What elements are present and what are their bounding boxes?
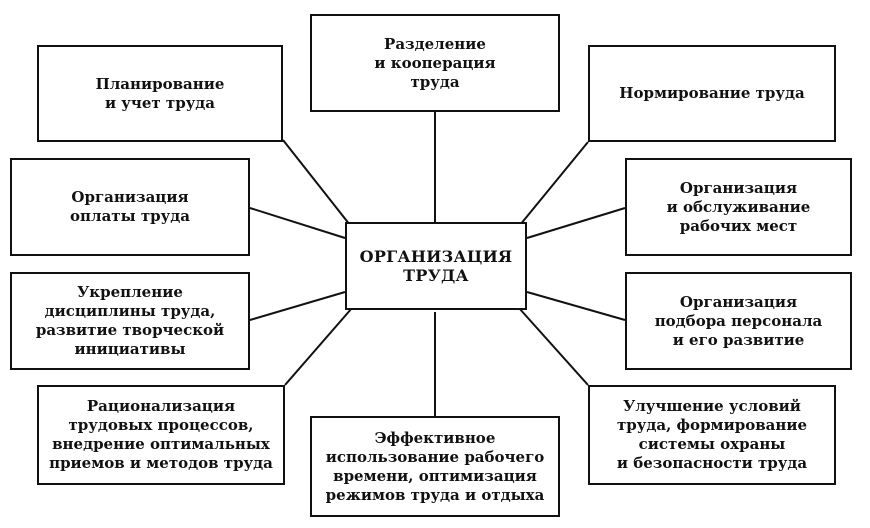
center-node-organization-of-labor: ОРГАНИЗАЦИЯ ТРУДА <box>345 222 527 310</box>
node-personnel-selection: Организация подбора персонала и его разв… <box>625 272 852 370</box>
node-working-conditions-safety: Улучшение условий труда, формирование си… <box>588 385 836 485</box>
node-discipline-and-initiative: Укрепление дисциплины труда, развитие тв… <box>10 272 250 370</box>
node-payment-organization: Организация оплаты труда <box>10 158 250 256</box>
connector-bottom-right <box>518 307 589 386</box>
connector-top-left <box>282 139 351 226</box>
node-process-rationalization: Рационализация трудовых процессов, внедр… <box>37 385 285 485</box>
node-planning-and-accounting: Планирование и учет труда <box>37 45 283 142</box>
node-workplace-organization: Организация и обслуживание рабочих мест <box>625 158 852 256</box>
connector-top-right <box>519 141 589 226</box>
node-division-and-cooperation: Разделение и кооперация труда <box>310 14 560 112</box>
connector-right-2 <box>526 291 626 321</box>
node-working-time-efficiency: Эффективное использование рабочего време… <box>310 416 560 517</box>
node-labor-standards: Нормирование труда <box>588 45 836 142</box>
connector-bottom-left <box>284 307 353 386</box>
connector-left-2 <box>249 291 346 321</box>
connector-left-1 <box>249 207 346 239</box>
connector-right-1 <box>526 207 626 239</box>
